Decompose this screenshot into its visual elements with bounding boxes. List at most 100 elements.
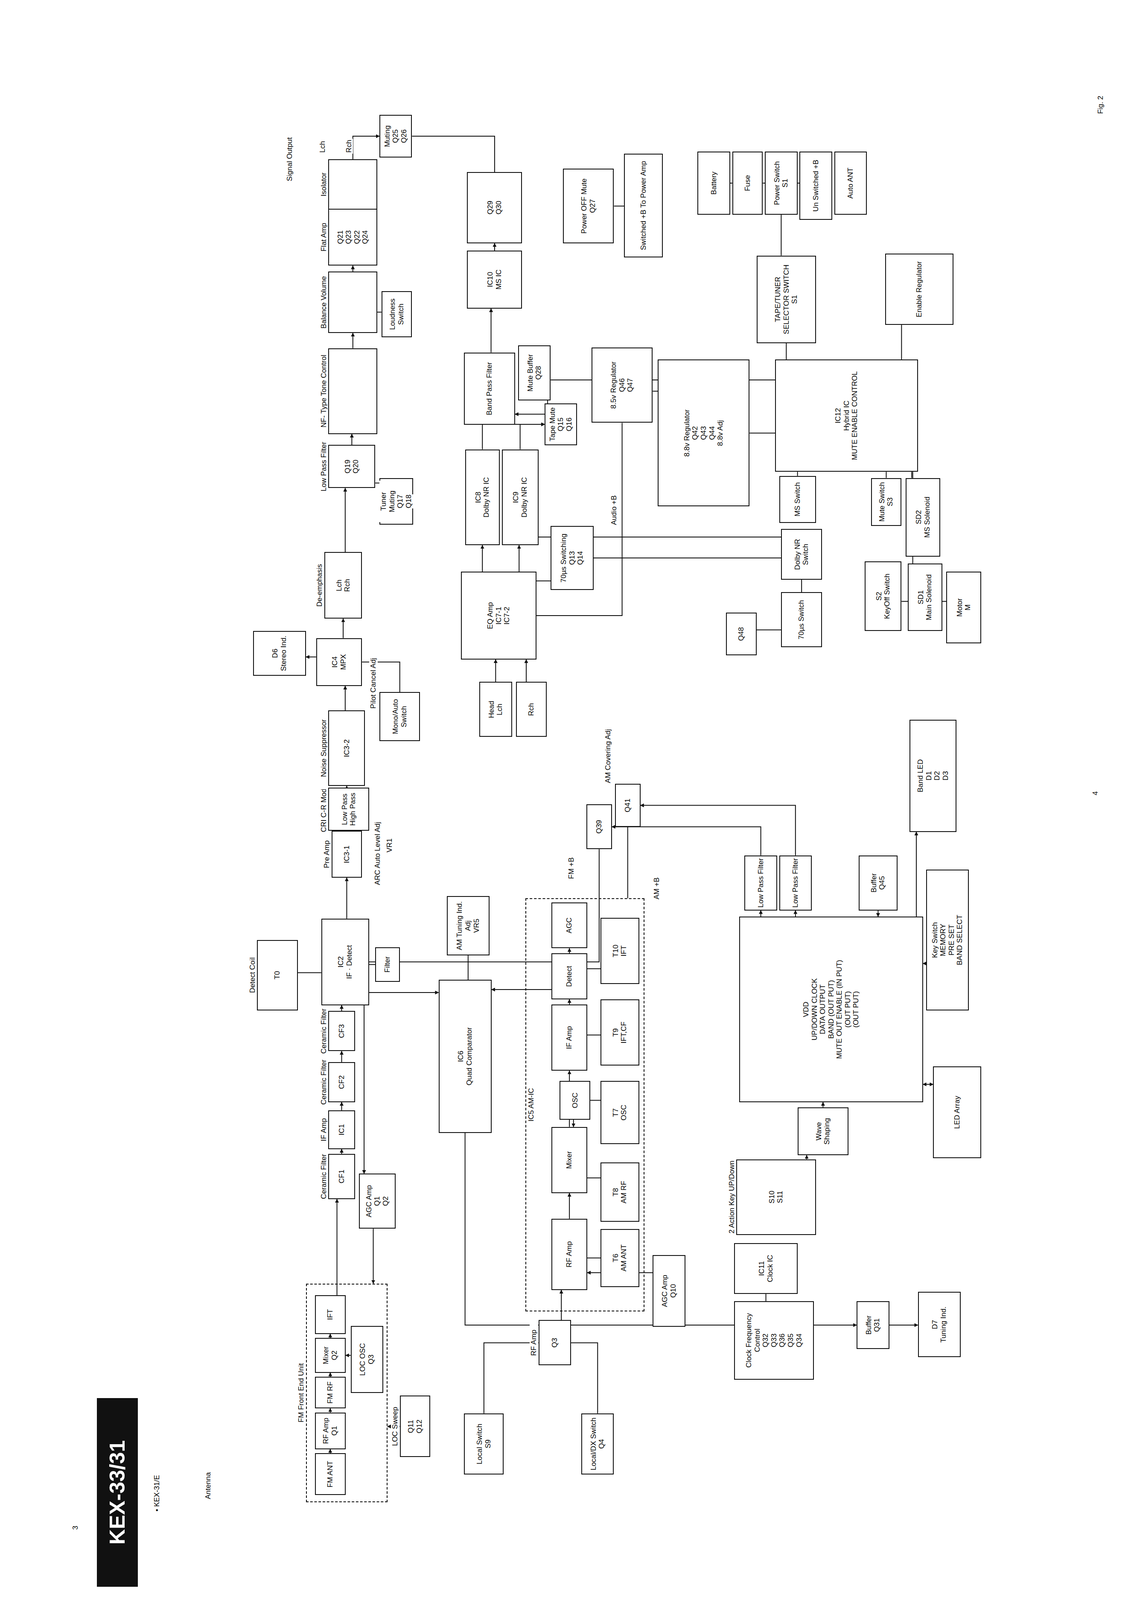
block-label: Muting bbox=[383, 125, 392, 148]
wire bbox=[765, 1293, 767, 1301]
block-label: Q3 bbox=[367, 1354, 376, 1365]
block-label: Buffer bbox=[869, 873, 879, 893]
wire bbox=[518, 545, 520, 572]
wire bbox=[467, 955, 469, 980]
block-label: T6 bbox=[611, 1253, 621, 1263]
circuit-block: SD2MS Solenoid bbox=[905, 478, 941, 557]
block-label: Q46 bbox=[617, 378, 627, 392]
circuit-block: IC6Quad Comparator bbox=[438, 979, 492, 1133]
circuit-block: RF AmpQ1 bbox=[314, 1412, 346, 1449]
circuit-block: Power OFF MuteQ27 bbox=[562, 169, 614, 244]
block-label: Clock Frequency Control bbox=[744, 1303, 762, 1377]
block-heading: Noise Suppressor bbox=[319, 706, 329, 790]
block-label: IF Amp bbox=[565, 1026, 574, 1050]
circuit-block: T10IFT bbox=[600, 917, 640, 984]
block-label: SD1 bbox=[916, 590, 926, 605]
circuit-block: BufferQ45 bbox=[858, 855, 898, 911]
wire bbox=[536, 580, 551, 582]
circuit-block: IC10MS IC bbox=[466, 250, 522, 309]
block-label: Q28 bbox=[534, 365, 543, 380]
block-label: Q29 bbox=[486, 200, 495, 215]
block-label: Low Pass Filter bbox=[756, 857, 766, 908]
circuit-block: FM RF bbox=[314, 1376, 346, 1408]
block-label: Mute Switch bbox=[877, 481, 887, 522]
block-label: M bbox=[963, 604, 973, 611]
block-label: AGC bbox=[565, 917, 574, 933]
block-label: EQ Amp bbox=[486, 601, 495, 629]
wire bbox=[923, 1083, 934, 1085]
block-label: Q45 bbox=[877, 875, 887, 890]
block-label: Q2 bbox=[381, 1195, 391, 1206]
block-label: Hybrid IC bbox=[842, 400, 852, 431]
block-label: IFT,CF bbox=[619, 1021, 629, 1044]
block-label: LED Array bbox=[953, 1095, 962, 1129]
circuit-block: Rch bbox=[515, 681, 547, 737]
wire bbox=[780, 214, 782, 256]
circuit-block: RF AmpQ3 bbox=[538, 1319, 572, 1365]
wire bbox=[369, 963, 376, 965]
wire bbox=[363, 1005, 365, 1174]
wire bbox=[885, 471, 887, 478]
block-label: D1 bbox=[924, 770, 934, 781]
block-label: AGC Amp bbox=[364, 1184, 374, 1218]
model-banner: KEX-33/31 bbox=[96, 1397, 138, 1587]
block-label: Mono/Auto Switch bbox=[391, 694, 409, 739]
wire bbox=[490, 308, 492, 353]
block-label: Battery bbox=[709, 171, 719, 195]
annotation: VR1 bbox=[385, 837, 394, 854]
wire bbox=[568, 999, 570, 1005]
block-label: CF1 bbox=[337, 1169, 347, 1184]
circuit-block: Local/DX SwitchQ4 bbox=[581, 1413, 614, 1475]
circuit-block: CRI C-R Mod.Low PassHigh Pass bbox=[328, 787, 370, 831]
circuit-block: Switched +B To Power Amp bbox=[623, 153, 663, 258]
circuit-block: Low Pass FilterQ19Q20 bbox=[328, 444, 376, 488]
block-label: Switched +B To Power Amp bbox=[639, 160, 648, 251]
circuit-block: Low Pass Filter bbox=[779, 855, 812, 911]
block-label: Dolby NR IC bbox=[482, 477, 491, 518]
circuit-block: Q29Q30 bbox=[466, 171, 522, 244]
wire bbox=[341, 1050, 342, 1062]
wire bbox=[329, 1333, 331, 1338]
block-label: Q4 bbox=[597, 1438, 607, 1449]
circuit-block: HeadLch bbox=[479, 681, 512, 737]
circuit-block: Battery bbox=[697, 151, 730, 215]
circuit-block: Ceramic FilterCF2 bbox=[328, 1061, 355, 1102]
block-label: 70µs Switch bbox=[797, 600, 806, 640]
block-label: Q22 bbox=[352, 230, 362, 244]
block-label: IC12 bbox=[833, 408, 843, 424]
circuit-block: AM Tuning Ind. AdjVR5 bbox=[446, 895, 490, 956]
circuit-block: 70µs Switch bbox=[781, 591, 823, 648]
wire bbox=[587, 967, 601, 969]
block-label: Band Pass Filter bbox=[485, 361, 494, 416]
block-label: Motor bbox=[955, 597, 965, 617]
block-label: IF · Detect bbox=[345, 944, 354, 979]
block-label: Tuner Muting bbox=[379, 480, 397, 523]
block-label: Q16 bbox=[565, 417, 574, 432]
block-label: UP/DOWN CLOCK bbox=[810, 978, 820, 1041]
block-label: MUTE OUT ENABLE (IN PUT) bbox=[835, 959, 844, 1059]
block-label: AM Tuning Ind. Adj bbox=[455, 898, 473, 953]
circuit-block: IC8Dolby NR IC bbox=[465, 449, 500, 546]
wire bbox=[329, 1372, 331, 1377]
annotation: ARC Auto Level Adj bbox=[373, 820, 382, 886]
circuit-block: IC11Clock IC bbox=[734, 1242, 798, 1294]
circuit-block: Flat AmpQ21Q23Q22Q24 bbox=[328, 208, 378, 266]
block-label: T8 bbox=[611, 1187, 621, 1197]
circuit-block: T7OSC bbox=[600, 1080, 640, 1144]
block-label: Buffer bbox=[864, 1315, 874, 1335]
wire bbox=[797, 471, 799, 476]
wire bbox=[369, 991, 439, 993]
block-label: Q15 bbox=[556, 417, 566, 432]
block-label: Q24 bbox=[361, 230, 370, 244]
wire bbox=[900, 324, 902, 360]
block-label: RF Amp bbox=[565, 1241, 574, 1268]
circuit-block: Detect CoilT0 bbox=[256, 939, 298, 1011]
circuit-block: D7Tuning Ind. bbox=[918, 1291, 961, 1357]
block-label: Q17 bbox=[396, 494, 405, 508]
block-label: Mixer bbox=[321, 1346, 331, 1365]
wire bbox=[344, 487, 346, 552]
circuit-block: IFT bbox=[314, 1294, 346, 1334]
block-label: Filter bbox=[383, 956, 392, 973]
block-label: Power Switch bbox=[772, 160, 782, 205]
block-label: Mute Buffer bbox=[526, 354, 535, 392]
